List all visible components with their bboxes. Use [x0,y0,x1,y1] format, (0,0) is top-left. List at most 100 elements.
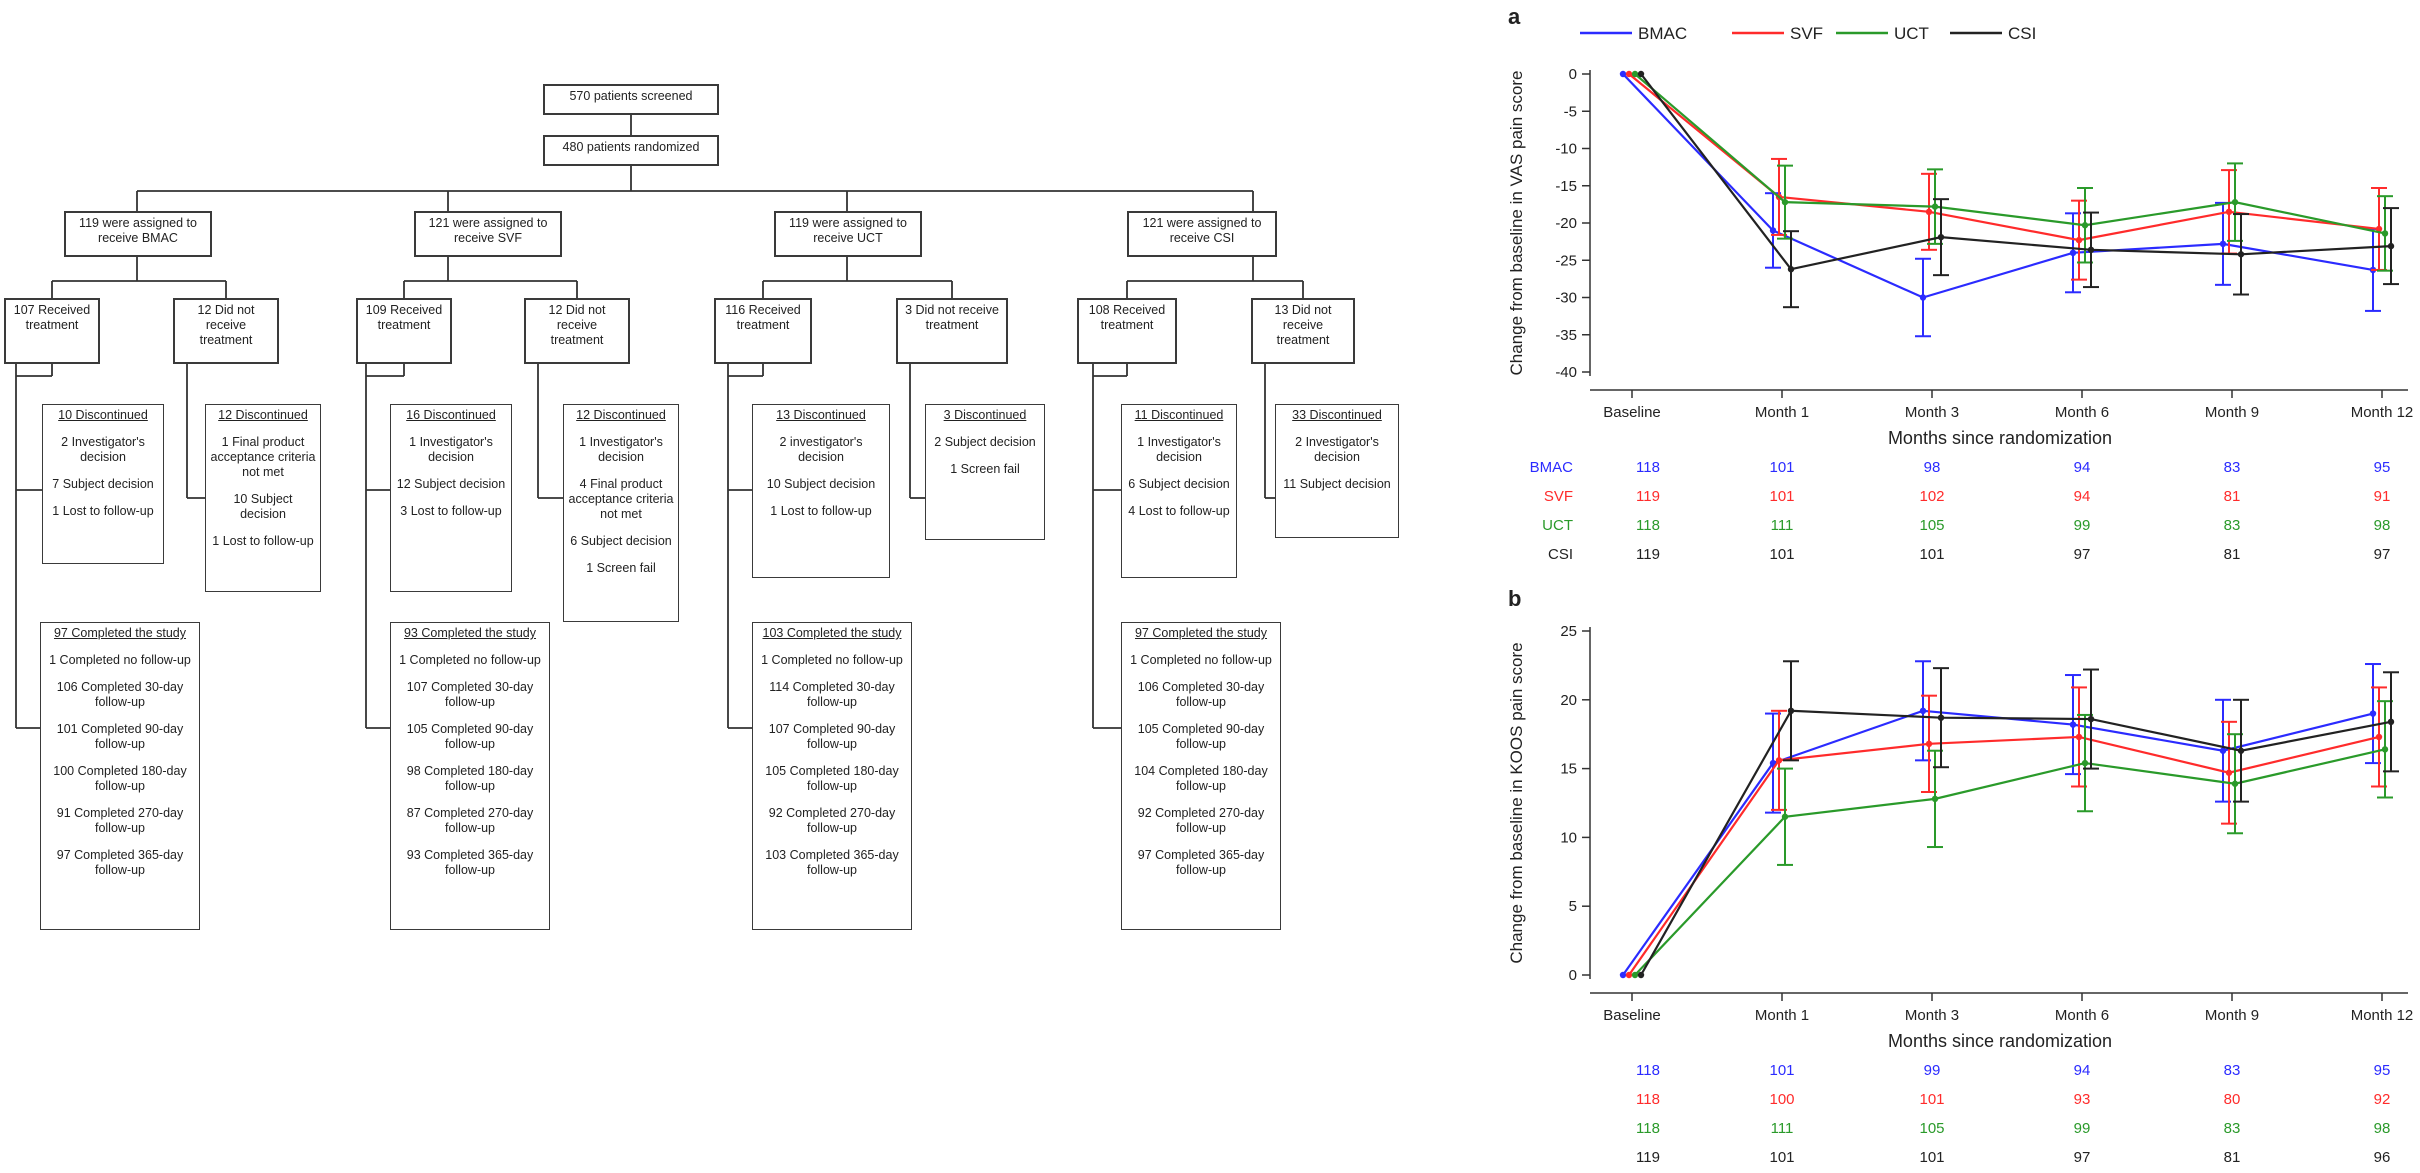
n-table-cell: 101 [1769,488,1794,505]
data-point [1919,294,1927,301]
y-tick-label: -30 [1555,290,1577,307]
series-line-bmac [1622,709,2374,976]
n-table-cell: 101 [1919,1091,1944,1108]
arm-0-completed-box-item: 97 Completed 365-day follow-up [56,848,184,877]
arm-2-disc-received-box-item: 10 Subject decision [766,477,876,491]
series-line-bmac [1622,73,2374,299]
arm-3-completed-box-item: 105 Completed 90-day follow-up [1137,722,1265,751]
x-tick-label: Month 9 [2205,404,2259,421]
data-point [2081,222,2089,229]
arm-2-completed-box-item: 92 Completed 270-day follow-up [768,806,896,835]
n-table-cell: 95 [2374,459,2391,476]
y-tick-label: 25 [1560,623,1577,640]
y-tick-label: -20 [1555,215,1577,232]
data-point [1769,759,1777,767]
arm-3-assigned-box: 121 were assigned to receive CSI [1127,211,1277,257]
series-line-csi [1640,73,2392,271]
n-table-cell: 101 [1769,459,1794,476]
y-tick-label: 15 [1560,761,1577,778]
data-point [2219,747,2227,754]
arm-0-disc-not-received-box-item: 10 Subject decision [233,492,293,521]
legend-label-csi: CSI [2008,24,2036,43]
arm-2-disc-not-received-box-title: 3 Discontinued [943,408,1027,422]
y-tick-label: 10 [1560,829,1577,846]
arm-0-not-received-box: 12 Did not receive treatment [173,298,279,364]
n-table-cell: 118 [1636,1120,1660,1137]
arm-3-disc-received-box-item: 1 Investigator's decision [1137,435,1221,464]
arm-3-completed-box-item: 1 Completed no follow-up [1130,653,1272,667]
data-point [2369,710,2377,717]
x-tick-label: Baseline [1603,404,1661,421]
arm-3-disc-received-box: 11 Discontinued 1 Investigator's decision… [1121,404,1237,578]
arm-1-disc-received-box-item: 3 Lost to follow-up [400,504,502,518]
y-tick-label: 0 [1569,967,1577,984]
n-table-cell: 91 [2374,488,2391,505]
arm-3-disc-not-received-box-item: 2 Investigator's decision [1295,435,1379,464]
arm-0-disc-received-box-title: 10 Discontinued [58,408,148,422]
arm-1-not-received-box: 12 Did not receive treatment [524,298,630,364]
arm-2-not-received-box-text: 3 Did not receive treatment [905,303,999,332]
arm-1-completed-box-item: 105 Completed 90-day follow-up [406,722,534,751]
arm-2-completed-box-item: 1 Completed no follow-up [761,653,903,667]
legend-label-uct: UCT [1894,24,1929,43]
n-table-cell: 102 [1919,488,1944,505]
n-table-cell: 95 [2374,1062,2391,1079]
n-table-cell: 99 [2074,1120,2091,1137]
x-tick-label: Month 3 [1905,404,1959,421]
arm-0-disc-not-received-box-item: 1 Lost to follow-up [212,534,314,548]
series-bmac [1619,660,2381,979]
arm-2-received-box: 116 Received treatment [714,298,812,364]
data-point [2219,240,2227,248]
data-point [1637,70,1645,78]
n-table-cell: 99 [2074,517,2091,534]
n-table-row-label: CSI [1548,546,1573,563]
n-table-cell: 105 [1919,517,1944,534]
n-table-cell: 105 [1919,1120,1944,1137]
arm-1-completed-box-item: 87 Completed 270-day follow-up [406,806,534,835]
n-table-cell: 98 [2374,1120,2391,1137]
arm-1-disc-not-received-box-item: 6 Subject decision [570,534,672,548]
data-point [1925,740,1933,748]
arm-3-disc-not-received-box-title: 33 Discontinued [1292,408,1382,422]
n-table-cell: 101 [1919,546,1944,563]
arm-3-disc-received-box-title: 11 Discontinued [1134,408,1224,422]
arm-3-disc-received-box-item: 6 Subject decision [1128,477,1230,491]
n-table-cell: 81 [2224,1149,2241,1166]
arm-2-completed-box-item: 114 Completed 30-day follow-up [769,680,895,709]
arm-3-completed-box-item: 92 Completed 270-day follow-up [1137,806,1265,835]
n-table-row-label: SVF [1544,488,1573,505]
data-point [2381,746,2389,753]
data-point [1775,757,1783,764]
x-tick-label: Month 9 [2205,1007,2259,1024]
series-svf [1625,70,2387,281]
y-tick-label: -5 [1564,103,1577,120]
series-bmac [1619,70,2381,338]
data-point [2387,718,2395,726]
arm-1-completed-box-title: 93 Completed the study [403,626,537,640]
data-point [1631,971,1639,979]
n-table-cell: 97 [2074,1149,2091,1166]
data-point [2237,251,2245,258]
data-point [2381,230,2389,237]
arm-1-received-box: 109 Received treatment [356,298,452,364]
data-point [2375,733,2383,741]
arm-1-received-box-text: 109 Received treatment [365,303,443,332]
x-tick-label: Month 1 [1755,404,1809,421]
y-tick-label: -10 [1555,141,1577,158]
data-point [2069,721,2077,728]
x-tick-label: Month 12 [2351,404,2414,421]
arm-0-assigned-box-text: 119 were assigned to receive BMAC [79,216,197,245]
data-point [1931,203,1939,210]
n-table-cell: 92 [2374,1091,2391,1108]
n-table-cell: 83 [2224,459,2241,476]
arm-1-completed-box-item: 1 Completed no follow-up [399,653,541,667]
data-point [1625,70,1633,78]
n-table-cell: 98 [2374,517,2391,534]
n-table-cell: 94 [2074,1062,2091,1079]
x-tick-label: Month 6 [2055,1007,2109,1024]
arm-1-completed-box: 93 Completed the study 1 Completed no fol… [390,622,550,930]
